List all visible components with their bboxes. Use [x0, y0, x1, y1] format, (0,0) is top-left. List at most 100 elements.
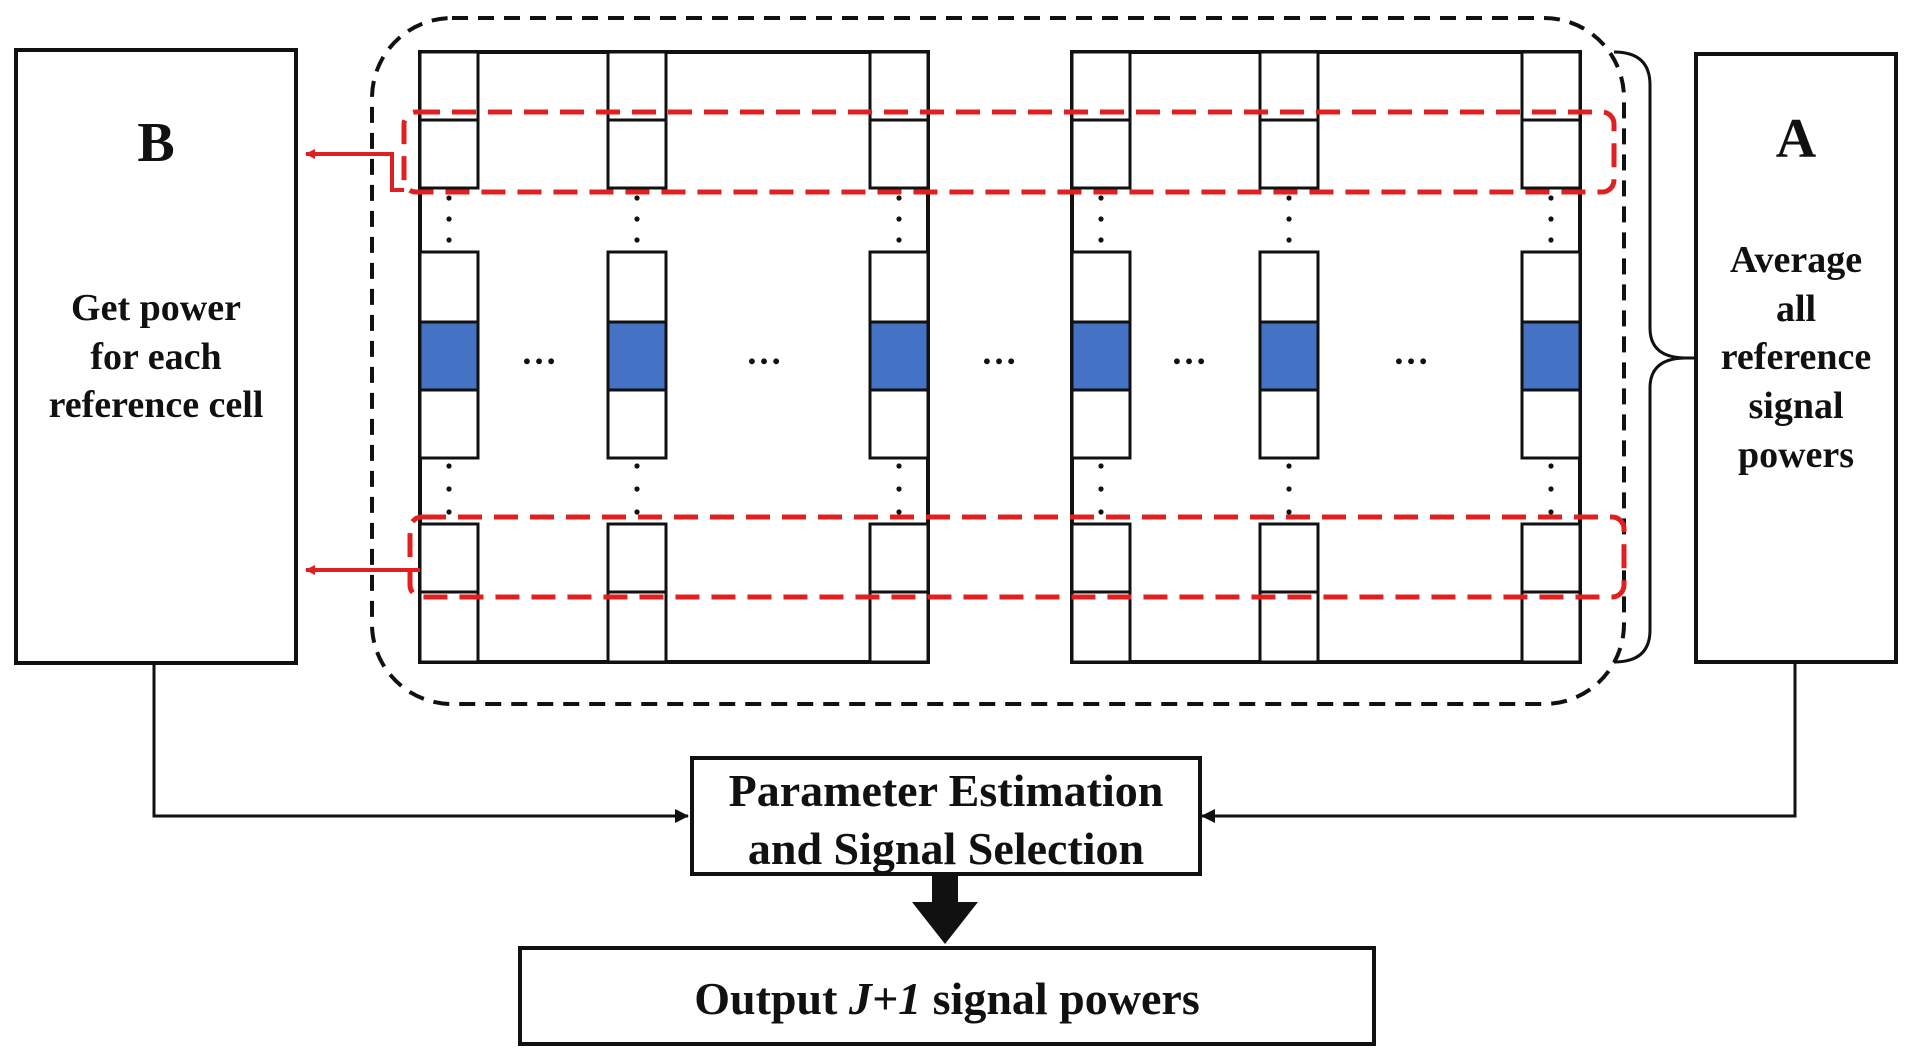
- cell-group-outline: [370, 16, 1626, 706]
- cell-under-test: [1258, 320, 1320, 392]
- upper-reference-row-outline: [401, 109, 1617, 195]
- vertical-ellipsis-dot: [446, 509, 452, 515]
- reference-cell: [606, 118, 668, 190]
- reference-cell: [1070, 590, 1132, 664]
- vertical-ellipsis-dot: [1286, 463, 1292, 469]
- ellipsis-grid2-b: …: [1393, 332, 1431, 372]
- reference-cell: [868, 118, 930, 190]
- block-a-description: Average all reference signal powers: [1698, 236, 1894, 479]
- vertical-ellipsis-dot: [634, 195, 640, 201]
- vertical-ellipsis-dot: [896, 195, 902, 201]
- reference-cell: [868, 522, 930, 594]
- vertical-ellipsis-dot: [1286, 195, 1292, 201]
- upper-reference-arrow: [305, 149, 404, 192]
- block-b-description: Get power for each reference cell: [18, 284, 294, 430]
- vertical-ellipsis-dot: [896, 237, 902, 243]
- estimation-to-output-arrowhead: [912, 902, 978, 944]
- vertical-ellipsis-dot: [634, 509, 640, 515]
- vertical-ellipsis-dot: [1548, 509, 1554, 515]
- block-a: A Average all reference signal powers: [1694, 52, 1898, 664]
- reference-cell: [1258, 118, 1320, 190]
- resource-grids: [418, 50, 1582, 664]
- output-prefix: Output: [694, 973, 849, 1024]
- reference-cell: [1258, 388, 1320, 460]
- cell-under-test: [606, 320, 668, 392]
- resource-grid-1: [418, 50, 930, 664]
- reference-cell: [418, 522, 480, 594]
- vertical-ellipsis-dot: [446, 195, 452, 201]
- reference-cell: [606, 250, 668, 324]
- vertical-ellipsis-dot: [1286, 237, 1292, 243]
- b-to-estimation-connector: [152, 663, 689, 823]
- vertical-ellipsis-dot: [1548, 216, 1554, 222]
- vertical-ellipsis-dot: [1286, 486, 1292, 492]
- vertical-ellipsis-dot: [634, 486, 640, 492]
- reference-cell: [418, 118, 480, 190]
- reference-cell: [418, 250, 480, 324]
- output-variable: J+1: [848, 973, 922, 1024]
- vertical-ellipsis-dot: [1098, 463, 1104, 469]
- reference-cell: [1258, 590, 1320, 664]
- reference-cell: [606, 388, 668, 460]
- lower-reference-row-outline: [407, 514, 1627, 600]
- vertical-ellipsis-dot: [1098, 486, 1104, 492]
- reference-cell: [606, 522, 668, 594]
- reference-cell: [868, 50, 930, 122]
- block-b-letter: B: [137, 112, 175, 174]
- reference-cell: [1070, 388, 1132, 460]
- vertical-ellipsis-dot: [634, 463, 640, 469]
- block-b-line-2: for each: [90, 335, 222, 378]
- vertical-ellipsis-dot: [896, 216, 902, 222]
- reference-cell: [1070, 250, 1132, 324]
- output-suffix: signal powers: [921, 973, 1200, 1024]
- vertical-ellipsis-dot: [1098, 195, 1104, 201]
- reference-cell: [418, 590, 480, 664]
- reference-cell: [1070, 522, 1132, 594]
- output-block: Output J+1 signal powers: [518, 946, 1376, 1046]
- reference-cell: [606, 590, 668, 664]
- cell-under-test: [418, 320, 480, 392]
- block-a-line-3: reference: [1720, 336, 1872, 379]
- vertical-ellipsis-dot: [1548, 195, 1554, 201]
- cell-under-test: [1520, 320, 1582, 392]
- reference-cell: [1520, 250, 1582, 324]
- ellipsis-grid1-b: …: [746, 332, 784, 372]
- cell-under-test: [868, 320, 930, 392]
- vertical-ellipsis-dot: [634, 216, 640, 222]
- vertical-ellipsis-dot: [634, 237, 640, 243]
- reference-cell: [1258, 250, 1320, 324]
- estimation-text: Parameter Estimation and Signal Selectio…: [694, 762, 1198, 877]
- block-a-line-5: powers: [1737, 433, 1855, 476]
- block-a-letter: A: [1775, 108, 1817, 170]
- vertical-ellipsis-dot: [1548, 237, 1554, 243]
- reference-cell: [1520, 118, 1582, 190]
- block-b-line-3: reference cell: [48, 384, 264, 427]
- resource-grid-2: [1070, 50, 1582, 664]
- vertical-ellipsis-dot: [1286, 509, 1292, 515]
- vertical-ellipsis-dot: [1098, 216, 1104, 222]
- vertical-ellipsis-dot: [896, 486, 902, 492]
- reference-cell: [606, 50, 668, 122]
- vertical-ellipsis-dot: [1548, 463, 1554, 469]
- reference-cell: [418, 388, 480, 460]
- ellipsis-grid2-a: …: [1171, 332, 1209, 372]
- parameter-estimation-block: Parameter Estimation and Signal Selectio…: [690, 756, 1202, 876]
- vertical-ellipsis-dot: [896, 463, 902, 469]
- block-a-line-4: signal: [1748, 384, 1844, 427]
- estimation-line-2: and Signal Selection: [747, 822, 1145, 874]
- reference-cell: [1520, 50, 1582, 122]
- reference-cell: [868, 250, 930, 324]
- vertical-ellipsis-dot: [446, 216, 452, 222]
- cell-under-test: [1070, 320, 1132, 392]
- vertical-ellipsis-dot: [1098, 237, 1104, 243]
- vertical-ellipsis-dot: [1286, 216, 1292, 222]
- block-a-line-1: Average: [1729, 239, 1863, 281]
- vertical-ellipsis-dot: [896, 509, 902, 515]
- ellipsis-between-grids: …: [981, 332, 1019, 372]
- vertical-ellipsis-dot: [446, 463, 452, 469]
- vertical-ellipsis-dot: [1548, 486, 1554, 492]
- estimation-line-1: Parameter Estimation: [728, 765, 1164, 816]
- vertical-ellipsis-dot: [446, 486, 452, 492]
- reference-cell: [418, 50, 480, 122]
